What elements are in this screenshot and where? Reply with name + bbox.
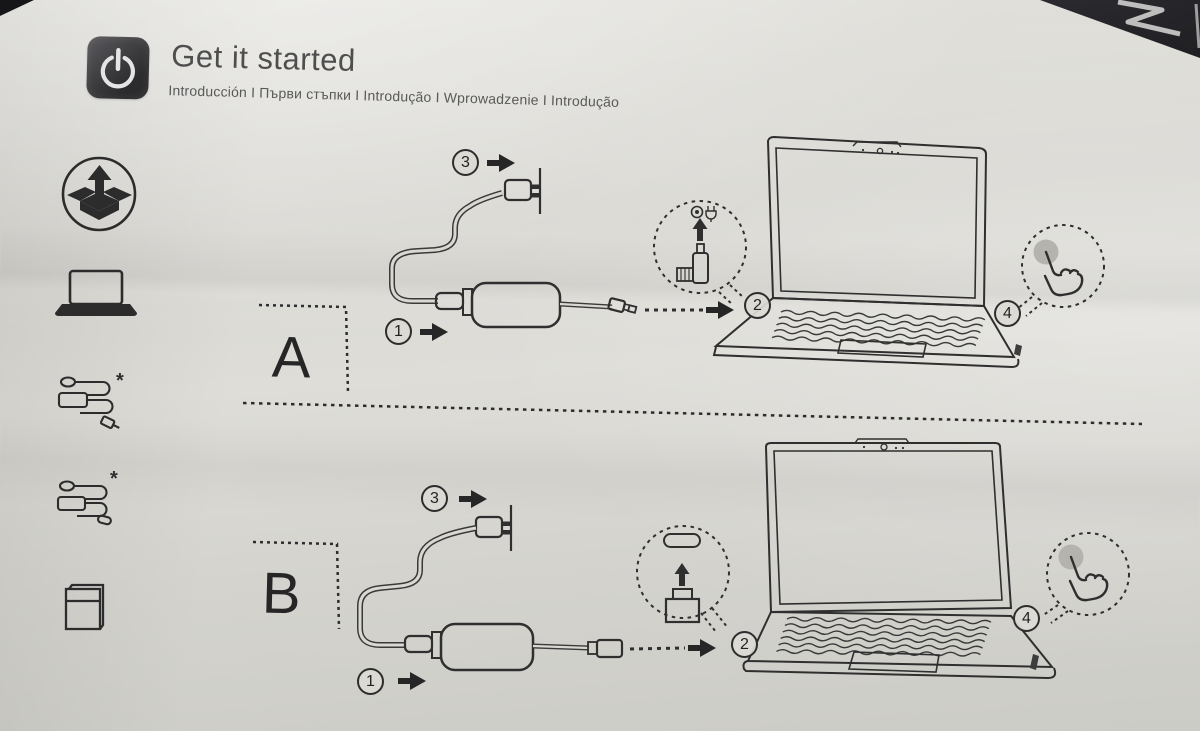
header: Get it started Introducción I Първи стъп… [86, 28, 788, 136]
wall-outlet-plug [474, 503, 528, 553]
power-adapter-usbc-cable-icon [56, 480, 112, 526]
step-badge-b-4: 4 [1013, 605, 1040, 632]
step-badge-b-1: 1 [357, 668, 384, 695]
wall-outlet-plug [503, 166, 557, 216]
callout-usbc-port [636, 525, 730, 633]
asterisk-mark: * [116, 370, 124, 392]
laptop-icon [55, 269, 137, 316]
section-divider-dotted-line [242, 401, 1143, 426]
step-badge-b-2: 2 [731, 631, 758, 658]
step-badge-b-3: 3 [421, 485, 448, 512]
section-b-label: B [261, 560, 303, 627]
laptop-b [742, 438, 1057, 680]
ac-cable-connector [434, 291, 465, 311]
barrel-connector [607, 297, 638, 314]
sidebar-icons [55, 156, 137, 631]
power-adapter-brick [470, 281, 562, 329]
callout-press-power-button [1041, 532, 1130, 624]
section-brackets [252, 303, 350, 630]
ac-cable-connector [403, 634, 434, 654]
callout-press-power-button [1016, 224, 1105, 317]
section-a-diagram [389, 135, 1105, 369]
power-adapter-barrel-cable-icon [57, 376, 120, 429]
asterisk-mark: * [110, 468, 118, 490]
step-badge-a-1: 1 [385, 318, 412, 345]
callout-power-jack [653, 200, 747, 306]
user-guide-booklet-icon [64, 583, 105, 631]
step-badge-a-4: 4 [994, 300, 1021, 327]
power-adapter-brick [439, 622, 535, 672]
usbc-connector [587, 638, 624, 659]
step-badge-a-3: 3 [452, 149, 479, 176]
background-cable [1117, 0, 1200, 49]
laptop-a [712, 135, 1022, 369]
unboxing-icon [61, 156, 137, 232]
section-a-label: A [271, 324, 313, 391]
section-b-diagram [357, 438, 1130, 692]
power-icon [86, 35, 150, 100]
step-badge-a-2: 2 [744, 292, 771, 319]
